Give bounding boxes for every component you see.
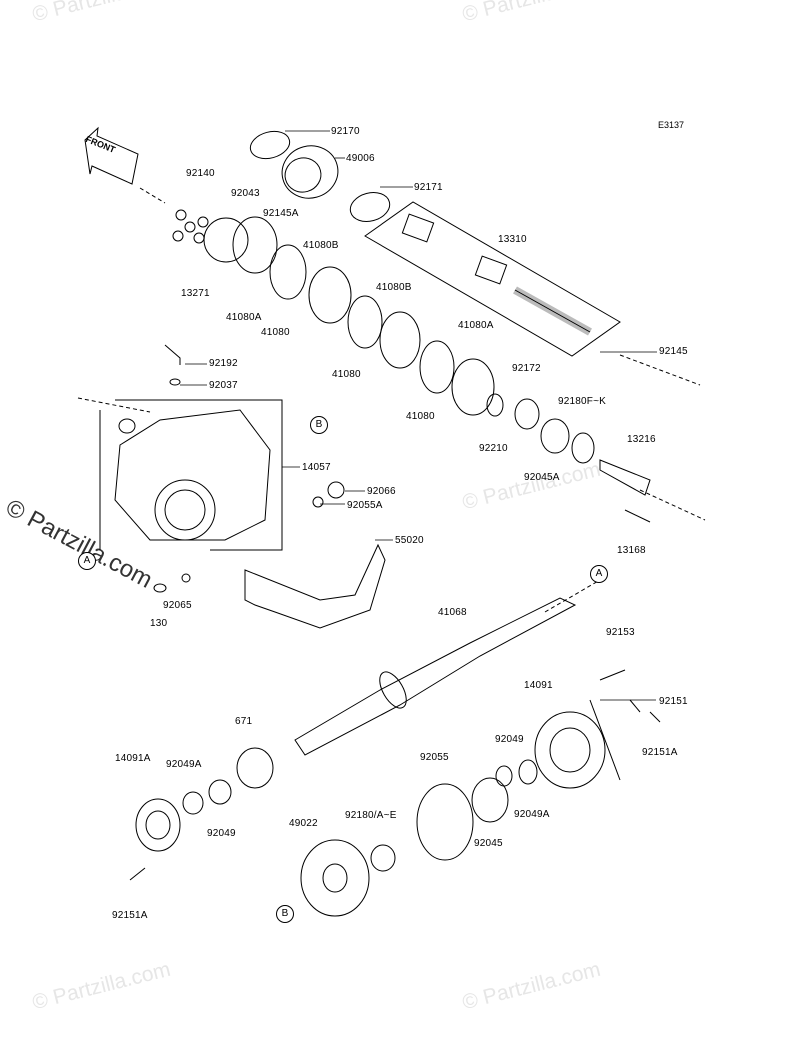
part-label[interactable]: 55020	[395, 535, 424, 546]
part-label[interactable]: 41080B	[376, 282, 412, 293]
part-label[interactable]: 92172	[512, 363, 541, 374]
part-label[interactable]: 41080B	[303, 240, 339, 251]
part-label[interactable]: 14057	[302, 462, 331, 473]
part-label[interactable]: 92049	[207, 828, 236, 839]
part-label[interactable]: 92045A	[524, 472, 560, 483]
part-label[interactable]: 92145A	[263, 208, 299, 219]
part-label[interactable]: 13168	[617, 545, 646, 556]
part-label[interactable]: 92145	[659, 346, 688, 357]
part-label[interactable]: 13310	[498, 234, 527, 245]
ref-marker-b: B	[276, 905, 294, 923]
front-arrow-icon	[84, 126, 139, 185]
part-label[interactable]: 92180/A~E	[345, 810, 397, 821]
part-label[interactable]: 92065	[163, 600, 192, 611]
part-label[interactable]: 41080	[406, 411, 435, 422]
part-label[interactable]: 130	[150, 618, 168, 629]
part-label[interactable]: 49006	[346, 153, 375, 164]
part-label[interactable]: 92043	[231, 188, 260, 199]
part-label[interactable]: 14091	[524, 680, 553, 691]
ref-marker-a: A	[590, 565, 608, 583]
part-label[interactable]: 92140	[186, 168, 215, 179]
part-label[interactable]: 92151A	[642, 747, 678, 758]
part-label[interactable]: 671	[235, 716, 253, 727]
part-label[interactable]: 92171	[414, 182, 443, 193]
part-label[interactable]: 92180F~K	[558, 396, 607, 407]
part-label[interactable]: 13216	[627, 434, 656, 445]
part-label[interactable]: 92049A	[166, 759, 202, 770]
part-label[interactable]: 13271	[181, 288, 210, 299]
part-label[interactable]: 92151	[659, 696, 688, 707]
part-label[interactable]: 41068	[438, 607, 467, 618]
part-label[interactable]: 92045	[474, 838, 503, 849]
part-label[interactable]: 49022	[289, 818, 318, 829]
part-label[interactable]: 92049A	[514, 809, 550, 820]
part-label[interactable]: 92192	[209, 358, 238, 369]
part-label[interactable]: 92037	[209, 380, 238, 391]
part-label[interactable]: 92055	[420, 752, 449, 763]
part-label[interactable]: 92210	[479, 443, 508, 454]
part-label[interactable]: 92066	[367, 486, 396, 497]
ref-marker-a: A	[78, 552, 96, 570]
part-label[interactable]: 41080A	[458, 320, 494, 331]
part-label[interactable]: 92055A	[347, 500, 383, 511]
part-label[interactable]: 92170	[331, 126, 360, 137]
part-label[interactable]: 41080	[332, 369, 361, 380]
part-label[interactable]: 41080A	[226, 312, 262, 323]
part-label[interactable]: 14091A	[115, 753, 151, 764]
diagram-code: E3137	[658, 120, 685, 130]
part-label[interactable]: 41080	[261, 327, 290, 338]
part-label[interactable]: 92153	[606, 627, 635, 638]
part-label[interactable]: 92151A	[112, 910, 148, 921]
part-label[interactable]: 92049	[495, 734, 524, 745]
ref-marker-b: B	[310, 416, 328, 434]
